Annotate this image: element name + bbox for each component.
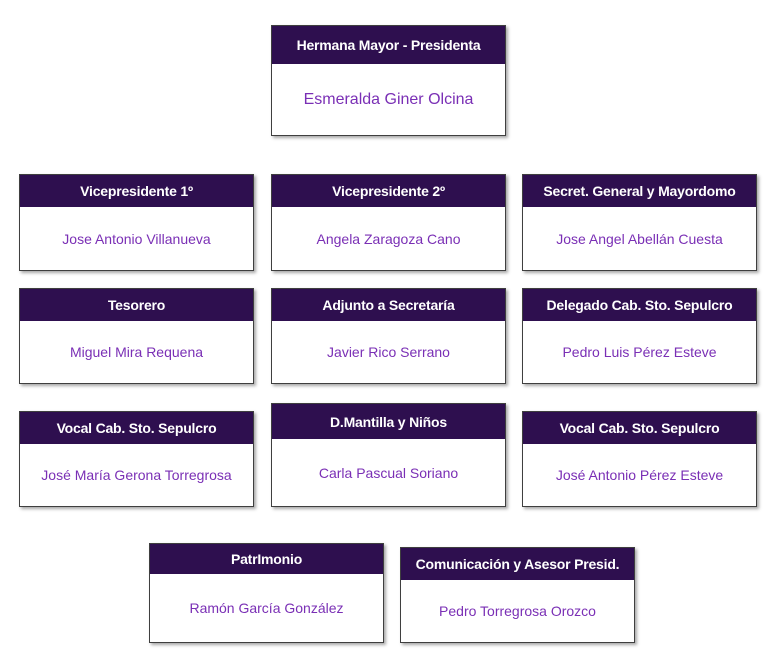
card-role: Vicepresidente 1º <box>20 175 253 207</box>
card-name: Jose Angel Abellán Cuesta <box>556 230 723 247</box>
card-role: Vocal Cab. Sto. Sepulcro <box>20 412 253 444</box>
org-card-delegado-sepulcro: Delegado Cab. Sto. Sepulcro Pedro Luis P… <box>522 288 757 384</box>
card-role: Secret. General y Mayordomo <box>523 175 756 207</box>
card-role: Comunicación y Asesor Presid. <box>401 548 634 580</box>
org-card-adjunto-secretaria: Adjunto a Secretaría Javier Rico Serrano <box>271 288 506 384</box>
org-card-mantilla-ninos: D.Mantilla y Niños Carla Pascual Soriano <box>271 403 506 507</box>
card-role: Vicepresidente 2º <box>272 175 505 207</box>
card-name: Pedro Torregrosa Orozco <box>439 603 596 619</box>
card-role: D.Mantilla y Niños <box>272 404 505 439</box>
org-card-tesorero: Tesorero Miguel Mira Requena <box>19 288 254 384</box>
org-card-vocal-sepulcro-1: Vocal Cab. Sto. Sepulcro José María Gero… <box>19 411 254 507</box>
card-role: Tesorero <box>20 289 253 321</box>
card-name: Ramón García González <box>189 600 344 616</box>
card-name: Miguel Mira Requena <box>69 344 204 360</box>
card-role: Hermana Mayor - Presidenta <box>272 26 505 64</box>
org-card-comunicacion: Comunicación y Asesor Presid. Pedro Torr… <box>400 547 635 643</box>
card-role: Delegado Cab. Sto. Sepulcro <box>523 289 756 321</box>
org-card-vicepresidente-1: Vicepresidente 1º Jose Antonio Villanuev… <box>19 174 254 271</box>
card-name: José Antonio Pérez Esteve <box>555 467 724 483</box>
org-card-secretario-general: Secret. General y Mayordomo Jose Angel A… <box>522 174 757 271</box>
card-name: Pedro Luis Pérez Esteve <box>562 344 717 360</box>
card-name: Javier Rico Serrano <box>327 344 450 360</box>
org-card-vicepresidente-2: Vicepresidente 2º Angela Zaragoza Cano <box>271 174 506 271</box>
card-name: Esmeralda Giner Olcina <box>303 90 474 108</box>
org-card-hermana-mayor: Hermana Mayor - Presidenta Esmeralda Gin… <box>271 25 506 136</box>
card-name: Carla Pascual Soriano <box>318 464 459 481</box>
card-name: José María Gerona Torregrosa <box>41 467 232 483</box>
card-name: Angela Zaragoza Cano <box>316 230 461 247</box>
org-card-vocal-sepulcro-2: Vocal Cab. Sto. Sepulcro José Antonio Pé… <box>522 411 757 507</box>
card-role: Vocal Cab. Sto. Sepulcro <box>523 412 756 444</box>
card-name: Jose Antonio Villanueva <box>62 230 211 247</box>
card-role: PatrImonio <box>150 544 383 574</box>
card-role: Adjunto a Secretaría <box>272 289 505 321</box>
org-card-patrimonio: PatrImonio Ramón García González <box>149 543 384 643</box>
